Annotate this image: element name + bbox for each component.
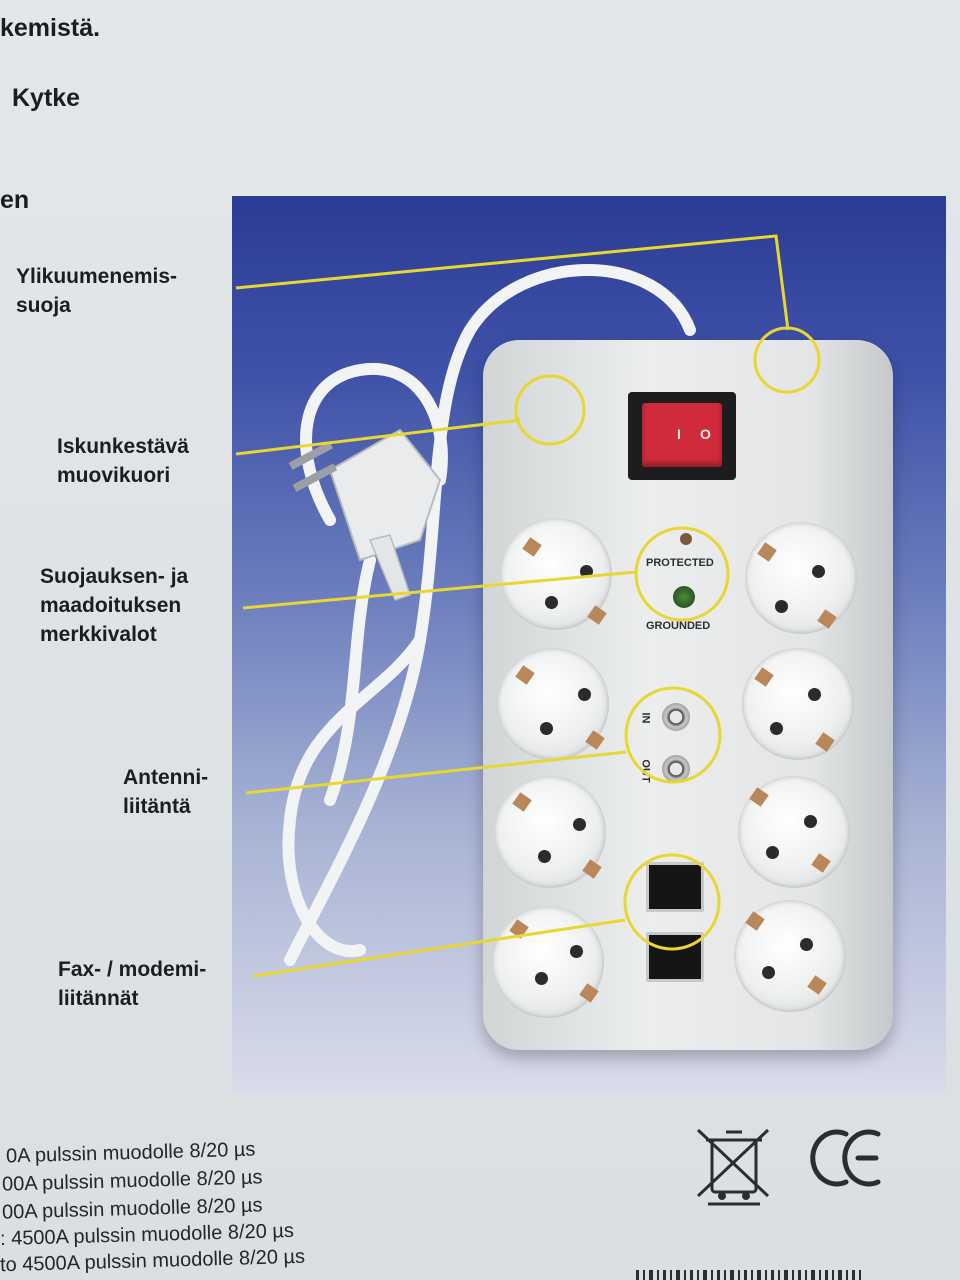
label-line: Antenni- <box>123 766 209 789</box>
callout-line-casing <box>235 418 521 456</box>
power-switch <box>642 403 722 467</box>
socket-hole <box>804 815 817 828</box>
label-line: suoja <box>16 294 71 317</box>
callout-line-fax <box>252 918 626 978</box>
label-antenna-connection: Antenni- liitäntä <box>123 763 208 821</box>
label-impact-resistant-casing: Iskunkestävä muovikuori <box>57 432 189 490</box>
socket-hole <box>812 565 825 578</box>
socket-hole <box>545 596 558 609</box>
callout-circle-leds <box>634 526 730 622</box>
socket-hole <box>573 818 586 831</box>
socket-hole <box>570 945 583 958</box>
socket-right-1 <box>745 522 857 634</box>
callout-circle-antenna <box>624 686 722 784</box>
antenna-out-connector <box>662 755 690 783</box>
socket-hole <box>808 688 821 701</box>
top-text-line-2: Kytke <box>12 84 81 112</box>
label-line: maadoituksen <box>40 594 182 617</box>
socket-hole <box>538 850 551 863</box>
grounded-label: GROUNDED <box>646 620 711 632</box>
socket-hole <box>540 722 553 735</box>
socket-hole <box>775 600 788 613</box>
socket-right-2 <box>742 648 854 760</box>
label-line: muovikuori <box>57 464 171 487</box>
protected-label: PROTECTED <box>646 557 714 569</box>
switch-off-mark: O <box>700 426 711 442</box>
label-line: Iskunkestävä <box>57 435 189 458</box>
switch-on-mark: I <box>677 426 681 442</box>
label-overheat-protection: Ylikuumenemis- suoja <box>16 262 177 320</box>
callout-circle-overheat <box>753 326 821 394</box>
callout-line-antenna <box>245 750 627 795</box>
label-line: Ylikuumenemis- <box>16 265 178 288</box>
antenna-in-connector <box>662 703 690 731</box>
label-indicator-leds: Suojauksen- ja maadoituksen merkkivalot <box>40 562 188 649</box>
callout-line-leds <box>242 570 637 610</box>
label-line: merkkivalot <box>40 623 157 646</box>
callout-circle-casing <box>514 374 586 446</box>
socket-hole <box>766 846 779 859</box>
top-text-line-1: kemistä. <box>0 14 101 42</box>
socket-hole <box>535 972 548 985</box>
callout-circle-fax <box>623 853 721 951</box>
label-line: Suojauksen- ja <box>40 565 189 588</box>
socket-hole <box>800 938 813 951</box>
socket-hole <box>770 722 783 735</box>
protected-led <box>680 533 692 545</box>
label-fax-modem-connections: Fax- / modemi- liitännät <box>58 955 206 1013</box>
label-line: liitäntä <box>123 795 191 818</box>
phone-jack-out <box>646 932 704 982</box>
label-line: Fax- / modemi- <box>58 958 207 981</box>
callout-line-overheat <box>235 234 790 331</box>
label-line: liitännät <box>58 987 139 1010</box>
phone-jack-in <box>646 862 704 912</box>
top-text-line-3: en <box>0 186 30 214</box>
grounded-led <box>673 586 695 608</box>
socket-hole <box>762 966 775 979</box>
socket-hole <box>578 688 591 701</box>
